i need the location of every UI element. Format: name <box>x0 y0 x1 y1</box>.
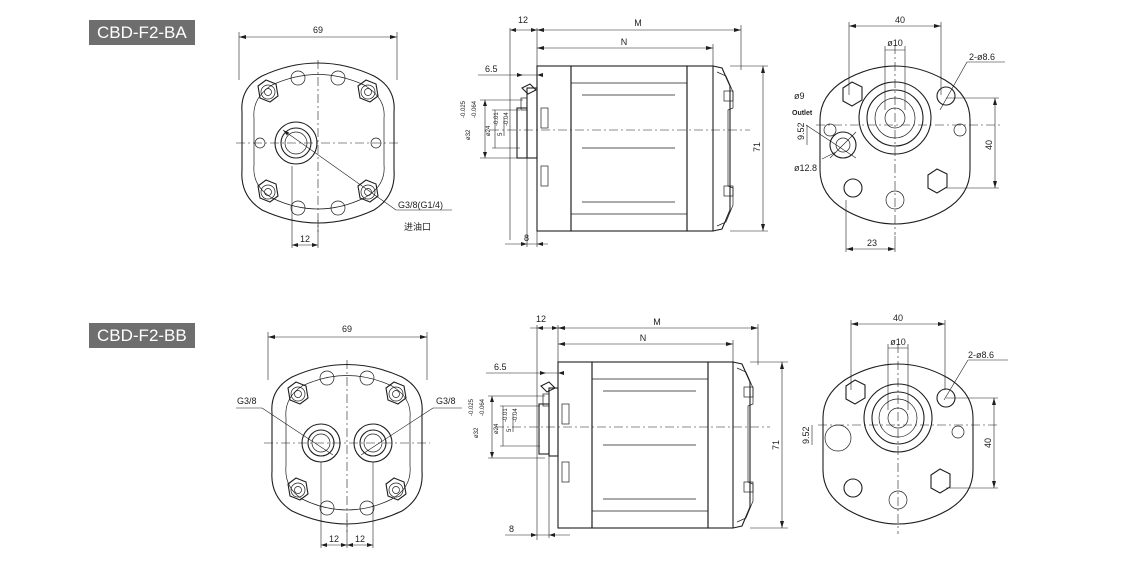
offset-right-label-bb: 12 <box>355 534 365 544</box>
key-tolerance-lower-bb: -0.04 <box>513 408 519 422</box>
model-label-bb: CBD-F2-BB <box>89 323 195 348</box>
mount-holes-label-bb: 2-ø8.6 <box>968 350 994 360</box>
shaft-diameter-label-bb: ø24 <box>494 423 500 434</box>
height-label-bb: 71 <box>771 440 781 450</box>
side-view-ba: 12 M N 6.5 <box>461 15 768 247</box>
key-tolerance-upper-bb: -0.01 <box>503 408 509 422</box>
offset-left-label-bb: 12 <box>329 534 339 544</box>
bottom-offset-label-ba: 23 <box>867 238 877 248</box>
front-view-bb: 69 G3/8 G3/8 <box>236 324 462 548</box>
outlet-diameter-label-ba: ø9 <box>794 91 805 101</box>
model-label-ba: CBD-F2-BA <box>89 20 195 45</box>
mount-holes-label-ba: 2-ø8.6 <box>969 52 995 62</box>
flange-thickness-label-bb: 12 <box>536 314 546 324</box>
hole-spacing-label-ba: 40 <box>984 140 994 150</box>
base-offset-label-ba: 8 <box>524 233 529 243</box>
vertical-offset-label-bb: 9.52 <box>801 426 811 444</box>
pilot-tolerance-lower-bb: -0.064 <box>480 398 486 416</box>
vertical-offset-label-ba: 9.52 <box>796 122 806 140</box>
spot-face-label-ba: ø12.8 <box>794 163 817 173</box>
key-tolerance-upper-ba: -0.01 <box>494 112 500 126</box>
height-label-ba: 71 <box>752 142 762 152</box>
shaft-step-label-bb: 6.5 <box>494 362 507 372</box>
body-length-label-bb: N <box>640 333 647 343</box>
shaft-diameter-label-ba: ø24 <box>486 125 492 136</box>
pilot-tolerance-upper-ba: -0.025 <box>461 100 467 118</box>
side-view-bb: 12 M N 6.5 ø32 -0.025 <box>469 314 788 540</box>
base-offset-label-bb: 8 <box>509 524 514 534</box>
outlet-label-ba: Outlet <box>792 110 813 117</box>
shaft-hole-label-bb: ø10 <box>890 337 906 347</box>
overall-length-label-bb: M <box>653 317 661 327</box>
body-length-label-ba: N <box>621 37 628 47</box>
overall-length-label-ba: M <box>634 18 642 28</box>
top-width-label-bb: 40 <box>893 313 903 323</box>
front-view-ba: 69 G3/8(G1/4) 进油口 <box>236 25 452 248</box>
key-tolerance-lower-ba: -0.04 <box>504 112 510 126</box>
key-width-label-ba: 5 <box>498 132 504 136</box>
key-width-label-bb: 5 <box>507 428 513 432</box>
port-offset-label-ba: 12 <box>300 234 310 244</box>
front-width-label-bb: 69 <box>342 324 352 334</box>
pilot-tolerance-lower-ba: -0.064 <box>472 100 478 118</box>
port-label-ba: G3/8(G1/4) <box>398 200 443 210</box>
rear-view-bb: 40 ø10 2-ø8.6 9.52 40 <box>801 313 1008 534</box>
shaft-hole-label-ba: ø10 <box>887 38 903 48</box>
port-note-ba: 进油口 <box>404 221 431 233</box>
hole-spacing-label-bb: 40 <box>983 438 993 448</box>
flange-thickness-label-ba: 12 <box>518 15 528 25</box>
port-right-label-bb: G3/8 <box>436 396 456 406</box>
shaft-step-label-ba: 6.5 <box>485 64 498 74</box>
pilot-diameter-label-ba: ø32 <box>466 129 472 140</box>
pilot-tolerance-upper-bb: -0.025 <box>469 398 475 416</box>
port-left-label-bb: G3/8 <box>237 396 257 406</box>
pilot-diameter-label-bb: ø32 <box>474 427 480 438</box>
rear-view-ba: 40 ø10 2-ø8.6 ø9 Outlet <box>792 15 1005 252</box>
front-width-label-ba: 69 <box>313 25 323 35</box>
top-width-label-ba: 40 <box>895 15 905 25</box>
